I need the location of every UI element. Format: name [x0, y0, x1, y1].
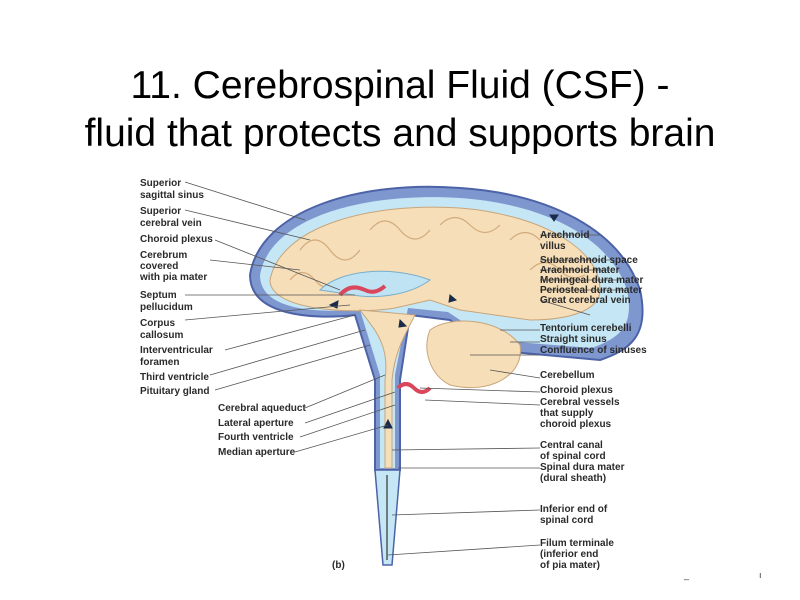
label-of-spinal-cord: of spinal cord [540, 451, 606, 462]
label-cerebral-aqueduct: Cerebral aqueduct [218, 403, 306, 414]
label-cerebral-vessels: Cerebral vessels [540, 397, 620, 408]
label-with-pia-mater: with pia mater [139, 272, 207, 283]
label-pituitary-gland: Pituitary gland [140, 386, 209, 397]
brain-illustration: Superior sagittal sinus Superior cerebra… [139, 178, 647, 571]
label-foramen: foramen [140, 357, 179, 368]
footer-mark-left: _ [684, 570, 690, 580]
label-meningeal-dura: Meningeal dura mater [540, 275, 643, 286]
label-central-canal: Central canal [540, 440, 603, 451]
label-superior: Superior [140, 178, 181, 189]
choroid-plexus-lower [396, 382, 432, 394]
label-dural-sheath: (dural sheath) [540, 473, 606, 484]
label-tentorium: Tentorium cerebelli [540, 323, 632, 334]
brainstem [358, 309, 416, 469]
label-median-aperture: Median aperture [218, 447, 296, 458]
slide-title: 11. Cerebrospinal Fluid (CSF) - fluid th… [0, 62, 800, 158]
label-confluence: Confluence of sinuses [540, 345, 647, 356]
label-lateral-aperture: Lateral aperture [218, 418, 294, 429]
label-cerebral-vein: cerebral vein [140, 218, 202, 229]
csf-diagram: Superior sagittal sinus Superior cerebra… [130, 170, 670, 590]
label-villus: villus [540, 241, 566, 252]
label-choroid-plexus: Choroid plexus [140, 234, 213, 245]
title-line-2: fluid that protects and supports brain [84, 112, 716, 155]
label-septum: Septum [140, 290, 177, 301]
label-superior-2: Superior [140, 206, 181, 217]
label-inferior-end-paren: (inferior end [540, 549, 598, 560]
label-covered: covered [140, 261, 178, 272]
label-choroid-plexus-supply: choroid plexus [540, 419, 612, 430]
label-spinal-dura: Spinal dura mater [540, 462, 625, 473]
label-callosum: callosum [140, 330, 183, 341]
panel-label: (b) [332, 560, 345, 571]
label-spinal-cord: spinal cord [540, 515, 593, 526]
label-arachnoid-mater: Arachnoid mater [540, 265, 620, 276]
label-arachnoid: Arachnoid [540, 230, 589, 241]
label-filum-terminale: Filum terminale [540, 538, 614, 549]
label-fourth-ventricle: Fourth ventricle [218, 432, 294, 443]
label-cerebrum: Cerebrum [140, 250, 187, 261]
label-pellucidum: pellucidum [140, 302, 193, 313]
label-inferior-end: Inferior end of [540, 504, 608, 515]
label-periosteal-dura: Periosteal dura mater [540, 285, 642, 296]
bottom-left-labels: Cerebral aqueduct Lateral aperture Fourt… [218, 403, 306, 458]
choroid-plexus-upper [338, 284, 387, 297]
right-labels: Arachnoid villus Subarachnoid space Arac… [540, 230, 647, 571]
label-subarachnoid-space: Subarachnoid space [540, 255, 638, 266]
label-corpus: Corpus [140, 318, 175, 329]
footer-mark-right: ı [759, 570, 762, 580]
label-of-pia-mater: of pia mater) [540, 560, 600, 571]
label-straight-sinus: Straight sinus [540, 334, 607, 345]
label-third-ventricle: Third ventricle [140, 372, 209, 383]
title-line-1: 11. Cerebrospinal Fluid (CSF) - [130, 64, 670, 107]
label-that-supply: that supply [540, 408, 594, 419]
label-cerebellum: Cerebellum [540, 370, 595, 381]
label-great-cerebral-vein: Great cerebral vein [540, 295, 631, 306]
left-labels: Superior sagittal sinus Superior cerebra… [139, 178, 213, 397]
label-sagittal-sinus: sagittal sinus [140, 190, 204, 201]
label-choroid-plexus-r: Choroid plexus [540, 385, 613, 396]
label-interventricular: Interventricular [140, 345, 213, 356]
